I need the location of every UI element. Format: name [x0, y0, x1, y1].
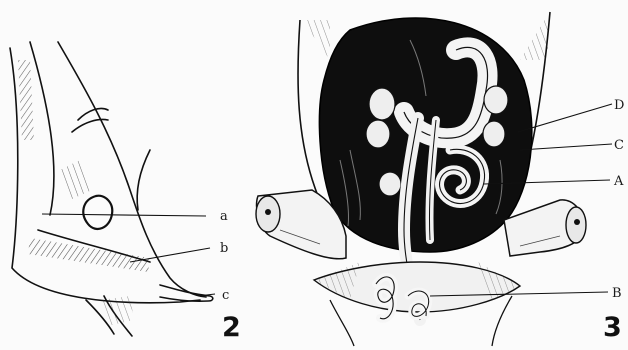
fig2-number: 2 [222, 312, 241, 343]
fig2-shading-upper [18, 60, 34, 140]
fig3-label-B: B [612, 286, 622, 301]
fig2-shading-mid [60, 160, 92, 200]
fig2-label-b: b [220, 241, 228, 256]
fig3-leader-C [520, 144, 612, 150]
fig2-leader-b [130, 248, 210, 262]
fig2-label-c: c [222, 288, 229, 303]
fig3-label-D: D [614, 98, 624, 113]
fig3-label-A: A [613, 174, 624, 189]
fig2-shading-band [28, 238, 150, 272]
fig2-label-a: a [220, 209, 228, 224]
fig2-leader-a [42, 214, 206, 216]
figure-3-drawing [256, 12, 586, 346]
figure-2-drawing [10, 42, 213, 336]
fig3-label-C: C [614, 138, 624, 153]
fig3-number: 3 [603, 312, 622, 343]
